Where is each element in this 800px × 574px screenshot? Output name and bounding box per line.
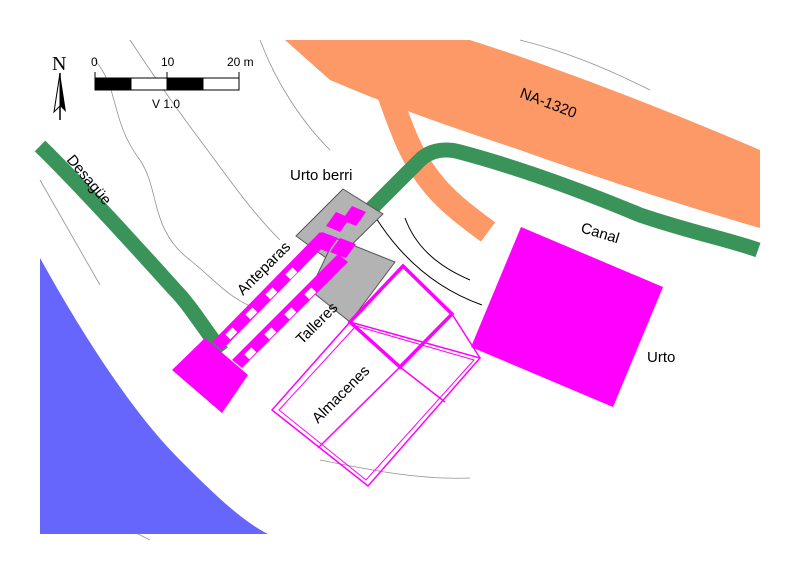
channel-edges [369,207,483,306]
scale-version: V 1.0 [152,97,180,111]
label-urto-berri: Urto berri [290,167,353,184]
gap [265,287,278,300]
scale-bar: 0 10 20 m V 1.0 [91,55,254,111]
channel-edge [369,207,483,306]
gap [284,307,297,320]
almacenes-outer [270,321,482,488]
gap [264,327,277,340]
contour-line [129,39,281,241]
contour-line [259,39,331,151]
urto-building [471,227,663,407]
anteparas-base [172,338,248,413]
north-label: N [52,53,66,75]
drain-desague [34,140,228,357]
label-canal: Canal [579,220,621,248]
talleres-almacenes-outline [270,263,482,488]
contour-line [39,179,101,286]
river [40,258,268,534]
gap [245,307,258,320]
chamber [342,206,366,226]
scale-tick-10: 10 [161,55,175,69]
scale-tick-0: 0 [91,55,98,69]
contour-line [519,39,651,91]
label-almacenes: Almacenes [309,362,373,426]
scale-tick-20: 20 m [227,55,254,69]
chamber [326,212,350,232]
north-arrow-head-outline [53,72,61,114]
channel-edge [404,217,471,281]
almacenes-divider [399,366,446,403]
road-na-1320 [285,40,760,228]
gap [244,347,257,360]
gap [285,267,298,280]
scale-segment [130,77,168,91]
almacenes-inner [278,325,475,481]
north-arrow-head [60,73,66,112]
gap [225,327,238,340]
contour-line [319,459,471,479]
almacenes-divider [317,366,401,449]
canal [339,142,761,258]
almacenes-wall [451,313,481,359]
scale-segment [202,77,240,91]
scale-segment [166,77,204,91]
scale-segment [94,77,132,91]
label-urto: Urto [647,349,675,366]
anteparas-gaps [225,267,317,360]
contour-line [94,59,261,311]
chamber [330,238,356,258]
north-arrow: N [52,53,66,120]
road-branch [372,75,496,242]
gap [304,287,317,300]
